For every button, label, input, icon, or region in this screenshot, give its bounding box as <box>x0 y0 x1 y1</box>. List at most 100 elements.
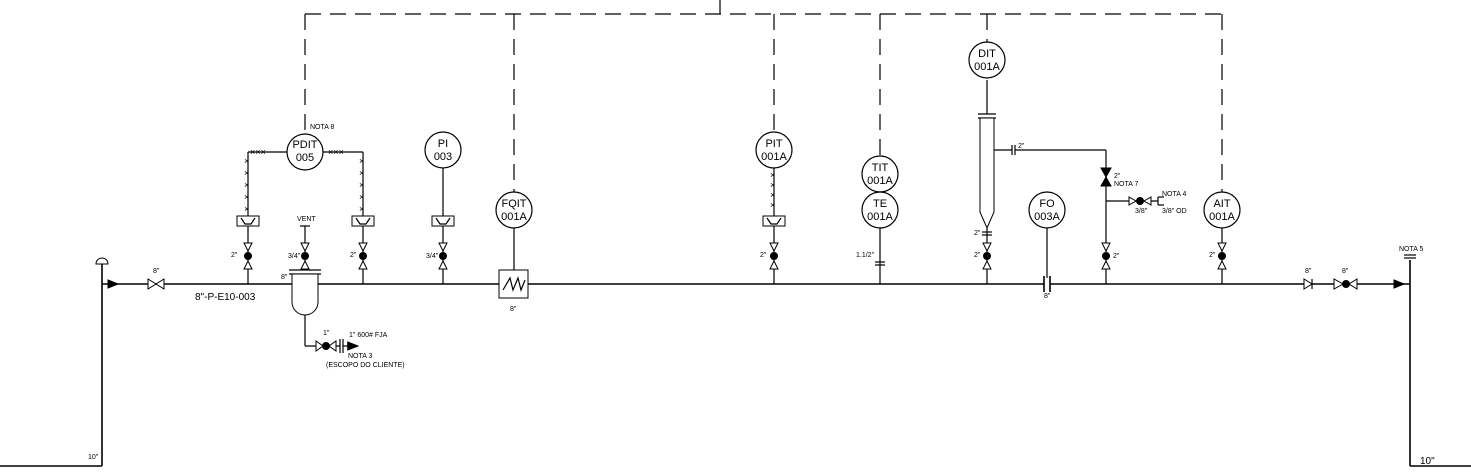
check-valve[interactable] <box>1303 278 1313 290</box>
svg-text:×: × <box>244 156 249 166</box>
outlet-valve-size: 8" <box>1342 268 1349 275</box>
pi-tag: PI <box>438 138 448 150</box>
svg-text:×: × <box>770 170 775 180</box>
nota7-valve-size: 2" <box>1114 173 1121 180</box>
dit-bottom-valve[interactable] <box>982 242 992 270</box>
nota4-valve[interactable] <box>1128 196 1152 206</box>
vent-valve-size: 3/4" <box>288 253 301 260</box>
pot-top-size: 8" <box>281 274 288 281</box>
dit-bottom-flange-size: 2" <box>974 230 981 237</box>
fo-size: 8" <box>1044 293 1051 300</box>
pdit-left-size: 2" <box>231 252 238 259</box>
vent-valve[interactable] <box>300 242 310 270</box>
signal-lines <box>304 0 1223 196</box>
branch-valve[interactable] <box>1101 242 1111 270</box>
svg-text:×: × <box>770 180 775 190</box>
ait-number: 001A <box>1209 211 1235 223</box>
pit-valve-size: 2" <box>760 252 767 259</box>
pit-valve[interactable] <box>769 242 779 270</box>
pit-tag: PIT <box>765 138 782 150</box>
svg-text:×××: ××× <box>250 147 266 157</box>
svg-text:×: × <box>359 168 364 178</box>
escopo-label: (ESCOPO DO CLIENTE) <box>326 362 405 369</box>
tit-tag: TIT <box>872 162 889 174</box>
drain-pot <box>289 269 321 316</box>
dit-bottom-valve-size: 2" <box>974 252 981 259</box>
vent-cap-icon <box>95 257 109 265</box>
ait-tag: AIT <box>1213 198 1230 210</box>
fqit-size: 8" <box>510 306 517 313</box>
dit-side-size: 2" <box>1018 143 1025 150</box>
pi-bubble[interactable]: PI 003 <box>424 131 462 169</box>
svg-text:×: × <box>359 156 364 166</box>
fo-tag: FO <box>1039 198 1055 210</box>
drain-valve[interactable] <box>315 340 337 352</box>
fqit-tag: FQIT <box>501 198 526 210</box>
svg-text:×: × <box>244 168 249 178</box>
fo-bubble[interactable]: FO 003A <box>1028 191 1066 229</box>
pi-valve[interactable] <box>438 242 448 270</box>
ait-valve-size: 2" <box>1209 252 1216 259</box>
te-tag: TE <box>873 198 887 210</box>
drain-flange-size: 1" 600# FJA <box>349 332 388 339</box>
densitometer-body <box>978 113 996 230</box>
svg-text:×: × <box>359 180 364 190</box>
check-valve-size: 8" <box>1305 268 1312 275</box>
fqit-bubble[interactable]: FQIT 001A <box>495 191 533 229</box>
line-number: 8"-P-E10-003 <box>195 292 256 303</box>
flow-arrow-icon <box>107 279 120 289</box>
svg-text:×: × <box>244 180 249 190</box>
nota7-label: NOTA 7 <box>1114 181 1138 188</box>
outlet-valve[interactable] <box>1333 278 1358 290</box>
pdit-right-size: 2" <box>350 252 357 259</box>
pdit-right-valve[interactable] <box>358 242 368 270</box>
svg-text:×: × <box>359 192 364 202</box>
inlet-riser-size: 10" <box>88 454 99 461</box>
dit-tag: DIT <box>978 48 996 60</box>
te-bubble[interactable]: TE 001A <box>861 191 899 229</box>
nota4-tube-size: 3/8" OD <box>1162 208 1187 215</box>
pdit-tag: PDIT <box>292 139 317 151</box>
te-number: 001A <box>867 211 893 223</box>
drain-valve-size: 1" <box>323 330 330 337</box>
orifice-plate <box>1043 276 1051 292</box>
nota7-valve[interactable] <box>1100 167 1112 187</box>
svg-text:×: × <box>244 192 249 202</box>
pit-bubble[interactable]: PIT 001A <box>755 131 793 169</box>
fqit-number: 001A <box>501 211 527 223</box>
nota4-valve-size: 3/8" <box>1135 208 1148 215</box>
pi-seal <box>431 215 455 227</box>
ait-bubble[interactable]: AIT 001A <box>1203 191 1241 229</box>
flow-arrow-icon <box>1393 279 1406 289</box>
pi-number: 003 <box>434 151 452 163</box>
dit-number: 001A <box>974 61 1000 73</box>
inlet-valve[interactable] <box>147 278 165 290</box>
fo-number: 003A <box>1034 211 1060 223</box>
inlet-valve-size: 8" <box>153 268 160 275</box>
svg-text:×: × <box>359 204 364 214</box>
te-conn-size: 1.1/2" <box>856 252 875 259</box>
pdit-bubble[interactable]: PDIT 005 <box>286 133 324 171</box>
tit-bubble[interactable]: TIT 001A <box>861 155 899 193</box>
pit-seal <box>762 215 786 227</box>
dit-bubble[interactable]: DIT 001A <box>968 41 1006 79</box>
seal-pot-right <box>351 215 375 227</box>
svg-text:×: × <box>770 200 775 210</box>
svg-text:×××: ××× <box>328 147 344 157</box>
ait-valve[interactable] <box>1217 242 1227 270</box>
pit-number: 001A <box>761 151 787 163</box>
pdit-left-valve[interactable] <box>243 242 253 270</box>
svg-text:×: × <box>244 204 249 214</box>
branch-valve-size: 2" <box>1113 253 1120 260</box>
pdit-number: 005 <box>296 152 314 164</box>
svg-text:×: × <box>770 190 775 200</box>
seal-pot-left <box>236 215 260 227</box>
nota4-label: NOTA 4 <box>1162 191 1186 198</box>
vent-label: VENT <box>297 216 316 223</box>
process-line <box>0 254 1471 467</box>
outlet-riser-size: 10" <box>1420 456 1435 467</box>
nota5-label: NOTA 5 <box>1399 246 1423 253</box>
pi-valve-size: 3/4" <box>426 253 439 260</box>
flowmeter-element <box>498 269 529 299</box>
